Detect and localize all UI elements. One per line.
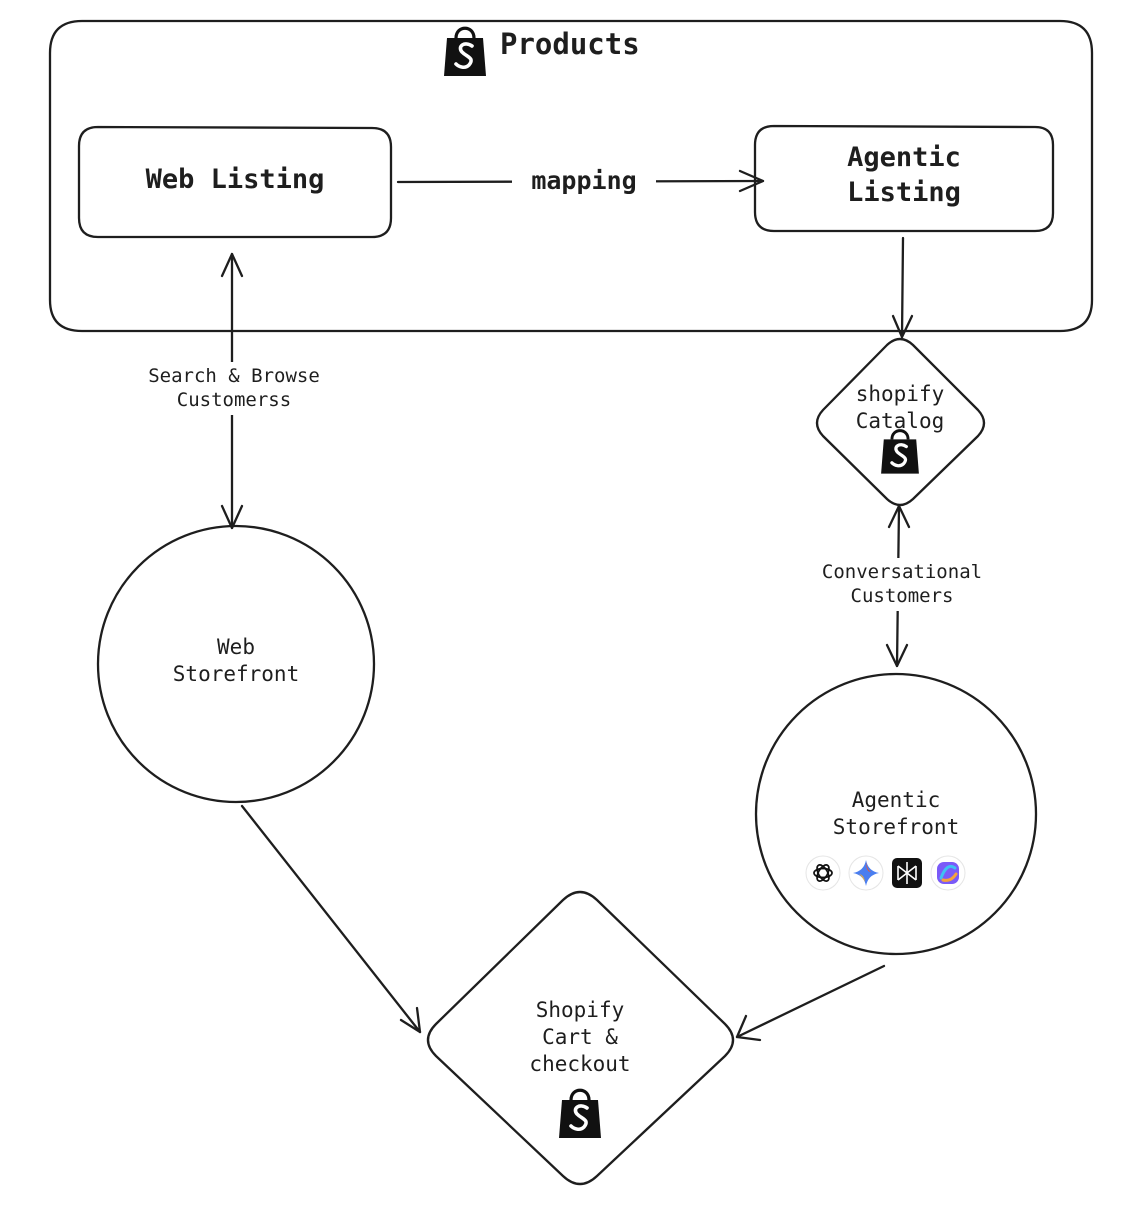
agentic-listing-box	[753, 124, 1055, 233]
conversational-arrowhead-top	[887, 504, 911, 529]
products-shopify-bag-icon	[442, 26, 488, 78]
shopify-catalog-diamond	[815, 337, 986, 507]
web-to-checkout-arrowhead	[399, 1006, 422, 1034]
perplexity-icon	[892, 858, 922, 888]
agentic-to-checkout-arrowhead	[735, 1014, 762, 1042]
web-listing-box	[77, 125, 393, 239]
cart-checkout-diamond	[426, 890, 735, 1186]
search-browse-arrowhead-top	[220, 252, 244, 278]
listing-to-catalog-arrowhead	[891, 314, 914, 339]
copilot-icon	[930, 855, 966, 891]
agentic-to-checkout-arrow	[735, 964, 886, 1039]
gemini-icon	[848, 855, 884, 891]
products-container	[48, 19, 1094, 333]
checkout-shopify-bag-icon	[557, 1088, 603, 1140]
mapping-arrowhead	[738, 169, 765, 193]
web-to-checkout-arrow	[240, 804, 422, 1034]
mapping-arrow	[396, 179, 765, 184]
search-browse-arrowhead-bottom	[220, 504, 244, 530]
catalog-shopify-bag-icon	[879, 429, 921, 476]
agentic-storefront-circle	[754, 672, 1038, 956]
web-storefront-circle	[96, 524, 376, 804]
openai-icon	[805, 855, 841, 891]
listing-to-catalog-arrow	[900, 236, 905, 339]
conversational-arrowhead-bottom	[885, 643, 909, 668]
conversational-arrow	[895, 504, 901, 668]
